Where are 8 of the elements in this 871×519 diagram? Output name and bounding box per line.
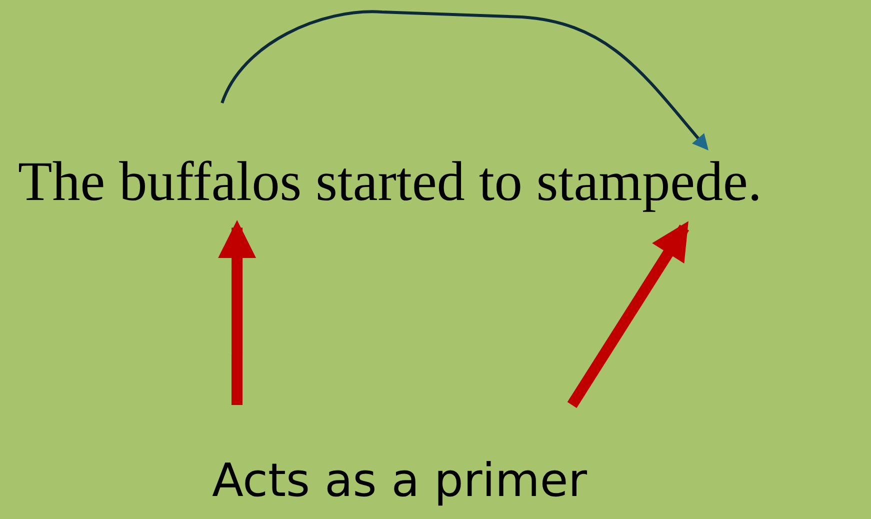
sentence-word: started to [316, 152, 522, 214]
leader-arrow [567, 221, 690, 408]
annotation-text: Acts as a primer [212, 455, 588, 506]
curved-arrow [220, 10, 708, 150]
sentence-word: The [18, 152, 106, 214]
leader-arrow [218, 220, 256, 405]
highlighted-word: buffalos [119, 152, 302, 214]
highlighted-word: stampede. [536, 152, 762, 214]
